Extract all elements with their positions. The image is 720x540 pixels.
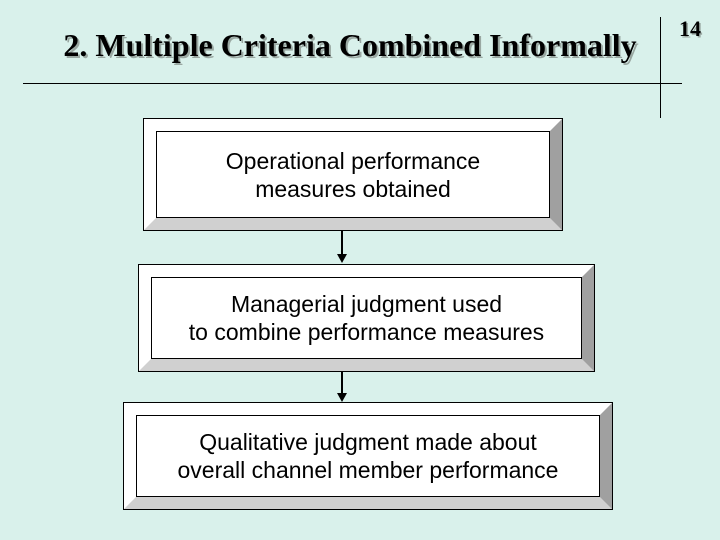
flow-box-managerial: Managerial judgment used to combine perf… xyxy=(138,264,595,372)
flow-box-content: Operational performance measures obtaine… xyxy=(156,131,550,218)
box-bevel: Operational performance measures obtaine… xyxy=(144,119,562,230)
page-number-divider xyxy=(660,17,661,118)
flow-arrow-down-2 xyxy=(336,372,348,402)
flow-box-operational: Operational performance measures obtaine… xyxy=(143,118,563,231)
arrow-head-icon xyxy=(337,254,347,263)
flow-box-text-line: measures obtained xyxy=(255,175,451,202)
flow-box-qualitative: Qualitative judgment made about overall … xyxy=(123,402,613,510)
page-number: 14 xyxy=(679,16,701,41)
box-bevel: Qualitative judgment made about overall … xyxy=(124,403,612,509)
flow-box-content: Qualitative judgment made about overall … xyxy=(136,415,600,497)
flow-arrow-down-1 xyxy=(336,231,348,263)
arrow-shaft xyxy=(341,372,343,393)
arrow-shaft xyxy=(341,231,343,254)
arrow-head-icon xyxy=(337,393,347,402)
flow-box-text-line: Managerial judgment used xyxy=(230,291,503,317)
slide-title: 2. Multiple Criteria Combined Informally xyxy=(63,27,637,63)
flow-box-text-line: Operational performance xyxy=(225,147,481,174)
flow-box-text-line: to combine performance measures xyxy=(188,319,545,345)
flow-box-text-line: Qualitative judgment made about xyxy=(199,429,537,455)
title-underline xyxy=(23,83,682,84)
box-bevel: Managerial judgment used to combine perf… xyxy=(139,265,594,371)
flow-box-text-line: overall channel member performance xyxy=(177,457,559,483)
flow-box-content: Managerial judgment used to combine perf… xyxy=(151,277,582,359)
